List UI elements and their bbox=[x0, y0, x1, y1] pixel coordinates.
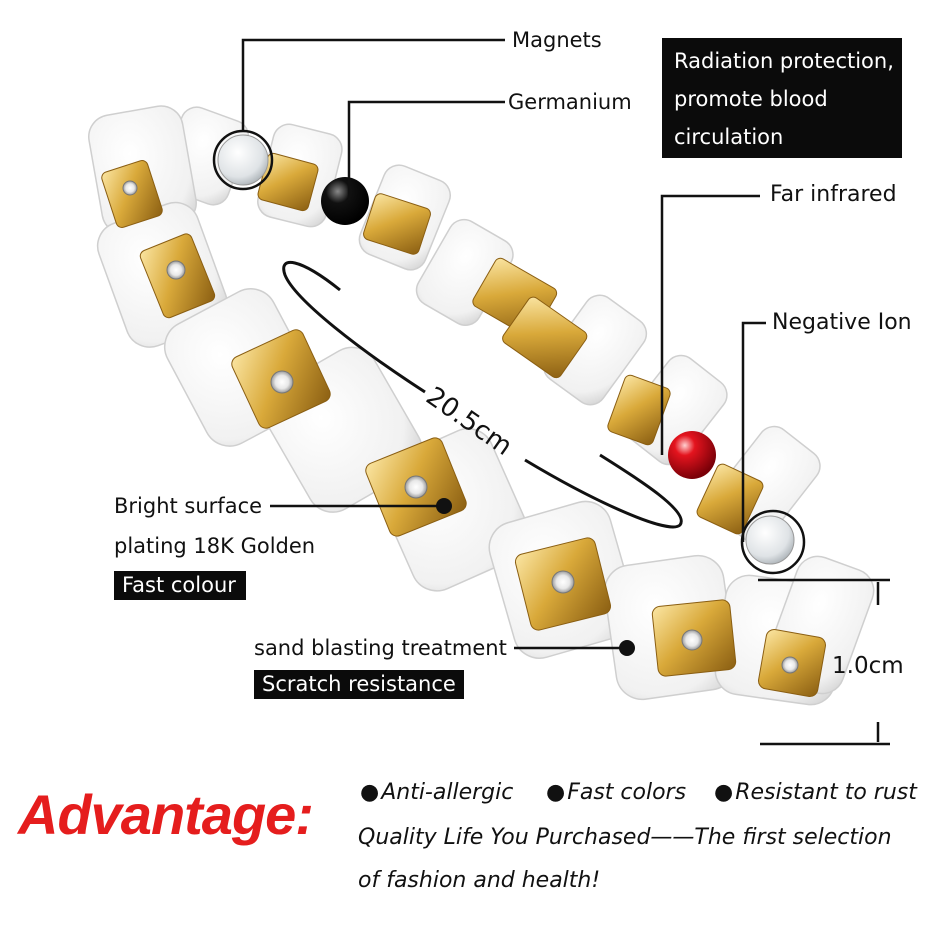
advantage-title: Advantage: bbox=[18, 783, 314, 846]
negative-ion-stone bbox=[745, 515, 795, 565]
fast-colour-badge: Fast colour bbox=[114, 571, 246, 600]
bullet-icon: ● bbox=[714, 780, 734, 805]
bright-surface-dot bbox=[436, 498, 452, 514]
tagline-line-1: Quality Life You Purchased——The first se… bbox=[358, 825, 892, 850]
callout-lines bbox=[212, 38, 890, 746]
circumference-indicator bbox=[282, 260, 683, 529]
germanium-stone bbox=[321, 177, 369, 225]
negative-ion-label: Negative Ion bbox=[772, 310, 912, 335]
radiation-line-1: Radiation protection, bbox=[674, 49, 894, 73]
far-infrared-stone bbox=[668, 431, 716, 479]
magnets-label: Magnets bbox=[512, 28, 602, 52]
germanium-label: Germanium bbox=[508, 90, 632, 114]
radiation-line-2: promote blood bbox=[674, 87, 828, 111]
feature-fast-colors: ●Fast colors bbox=[546, 780, 687, 805]
feature-anti-allergic: ●Anti-allergic bbox=[360, 780, 514, 805]
sand-blasting-dot bbox=[619, 640, 635, 656]
radiation-line-3: circulation bbox=[674, 125, 784, 149]
plating-label: plating 18K Golden bbox=[114, 534, 316, 558]
bright-surface-label: Bright surface bbox=[114, 494, 263, 518]
far-infrared-label: Far infrared bbox=[770, 182, 897, 207]
sand-blasting-label: sand blasting treatment bbox=[254, 636, 507, 660]
radiation-protection-box: Radiation protection, promote blood circ… bbox=[662, 38, 902, 158]
width-label: 1.0cm bbox=[832, 653, 904, 679]
bullet-icon: ● bbox=[360, 780, 380, 805]
magnet-stone bbox=[217, 134, 269, 186]
feature-resistant-to-rust: ●Resistant to rust bbox=[714, 780, 917, 805]
bullet-icon: ● bbox=[546, 780, 566, 805]
crystal-gems bbox=[122, 180, 799, 674]
tagline-line-2: of fashion and health! bbox=[358, 868, 601, 893]
scratch-resistance-badge: Scratch resistance bbox=[254, 670, 464, 699]
